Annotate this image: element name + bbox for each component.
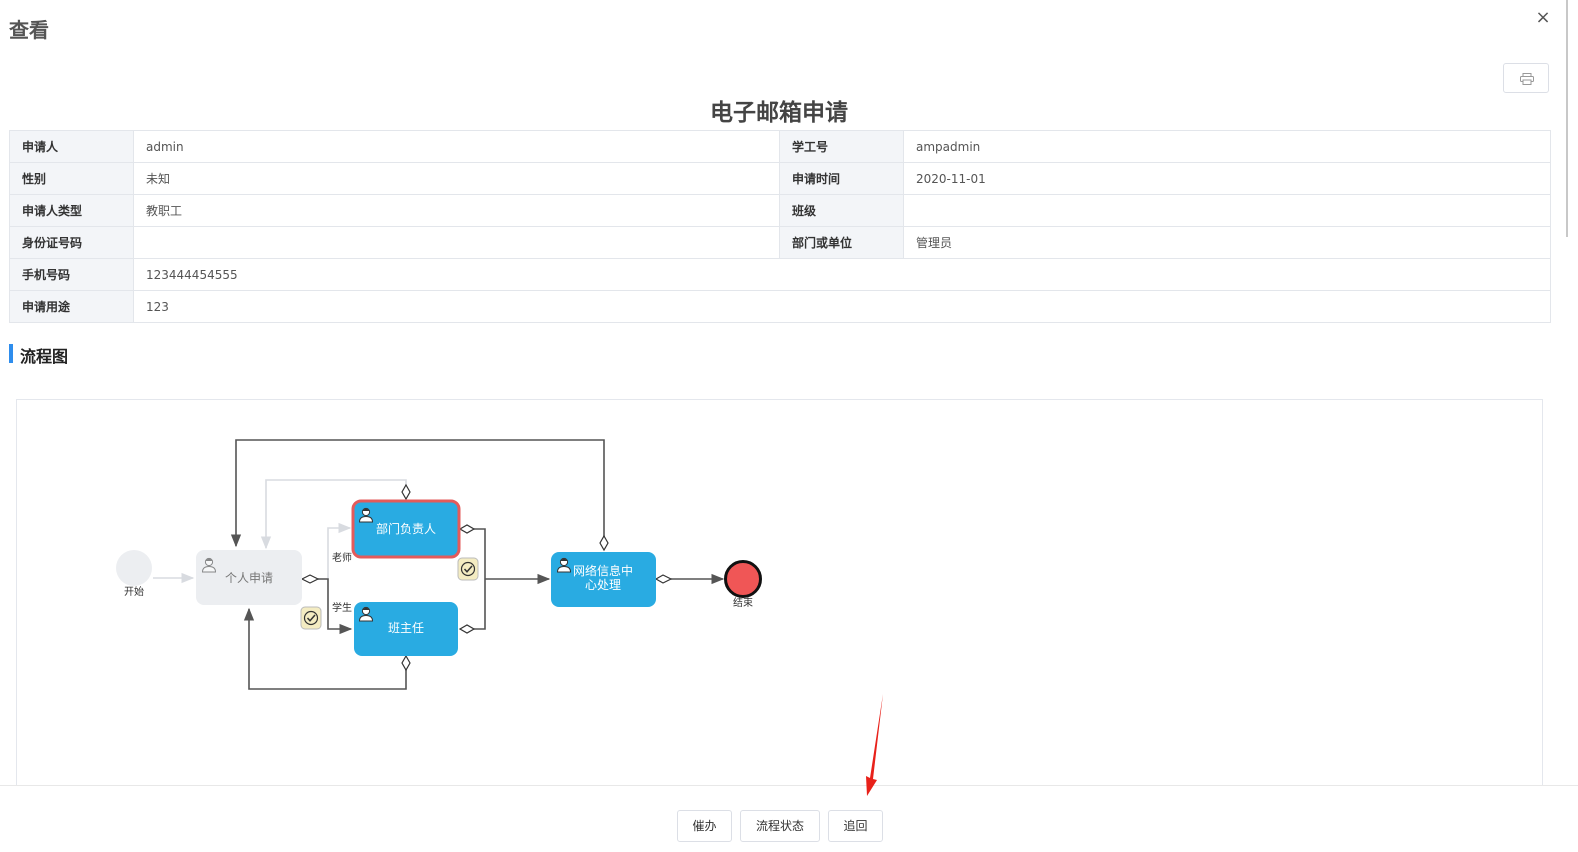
end-label: 结束 [733, 596, 753, 609]
field-label: 手机号码 [9, 258, 134, 291]
table-row: 手机号码 123444454555 [9, 258, 1551, 291]
field-value: 2020-11-01 [903, 162, 1551, 195]
printer-icon [1520, 73, 1534, 85]
task-dept-head[interactable]: 部门负责人 [351, 499, 461, 559]
field-label: 班级 [779, 194, 904, 227]
dialog-title: 查看 [9, 18, 49, 42]
branch-label-student: 学生 [332, 601, 352, 614]
check-badge-icon [457, 557, 479, 581]
start-event[interactable] [116, 550, 152, 586]
field-label: 性别 [9, 162, 134, 195]
scrollbar[interactable] [1566, 0, 1568, 237]
field-value: 教职工 [133, 194, 780, 227]
field-label: 部门或单位 [779, 226, 904, 259]
task-label: 班主任 [388, 621, 424, 635]
branch-label-teacher: 老师 [332, 551, 352, 564]
field-label: 身份证号码 [9, 226, 134, 259]
table-row: 性别 未知 申请时间 2020-11-01 [9, 162, 1551, 195]
close-icon[interactable]: × [1535, 7, 1551, 28]
recall-button[interactable]: 追回 [828, 810, 883, 842]
task-apply[interactable]: 个人申请 [196, 550, 302, 605]
flow-branch-student [318, 578, 353, 635]
field-value: 管理员 [903, 226, 1551, 259]
gateway-diamond-icon [458, 624, 476, 634]
end-event[interactable] [724, 560, 762, 598]
task-label: 网络信息中 [573, 563, 633, 578]
field-value: admin [133, 130, 780, 163]
flow-diagram: 开始 个人申请 部门负责人 班主任 网络信息中 心处理 结束 [116, 439, 762, 690]
applicant-info-table: 申请人 admin 学工号 ampadmin 性别 未知 申请时间 2020-1… [9, 130, 1551, 323]
gateway-diamond-icon [300, 574, 320, 584]
field-label: 申请用途 [9, 290, 134, 323]
flow-merge-bottom [474, 579, 486, 630]
table-row: 身份证号码 部门或单位 管理员 [9, 226, 1551, 259]
field-label: 申请人类型 [9, 194, 134, 227]
gateway-diamond-icon [599, 534, 609, 552]
urge-button[interactable]: 催办 [677, 810, 732, 842]
field-value [903, 194, 1551, 227]
gateway-diamond-icon [401, 483, 411, 501]
start-label: 开始 [124, 585, 144, 598]
section-accent-bar [9, 344, 13, 363]
gateway-diamond-icon [401, 654, 411, 672]
table-row: 申请人 admin 学工号 ampadmin [9, 130, 1551, 163]
field-value: 123444454555 [133, 258, 1551, 291]
print-button[interactable] [1503, 63, 1549, 93]
return-flow-network [230, 439, 605, 548]
field-value: 未知 [133, 162, 780, 195]
task-class-teacher[interactable]: 班主任 [354, 602, 458, 656]
flow-diagram-panel: 开始 个人申请 部门负责人 班主任 网络信息中 心处理 结束 [16, 399, 1543, 799]
section-title: 流程图 [20, 347, 69, 366]
field-value: ampadmin [903, 130, 1551, 163]
return-flow-class-teacher [243, 607, 407, 690]
return-flow-inactive [260, 479, 407, 550]
gateway-diamond-icon [458, 524, 476, 534]
task-label: 心处理 [585, 578, 621, 592]
footer-bar: 催办 流程状态 追回 [0, 785, 1578, 852]
task-label: 个人申请 [225, 571, 273, 585]
process-status-button[interactable]: 流程状态 [740, 810, 820, 842]
field-value [133, 226, 780, 259]
field-label: 申请时间 [779, 162, 904, 195]
field-value: 123 [133, 290, 1551, 323]
check-badge-icon [300, 606, 322, 630]
form-title: 电子邮箱申请 [710, 100, 848, 126]
field-label: 申请人 [9, 130, 134, 163]
gateway-diamond-icon [654, 574, 673, 584]
field-label: 学工号 [779, 130, 904, 163]
task-label: 部门负责人 [376, 521, 436, 536]
flow-merge-top [474, 528, 486, 579]
task-network-center[interactable]: 网络信息中 心处理 [551, 552, 656, 607]
table-row: 申请人类型 教职工 班级 [9, 194, 1551, 227]
table-row: 申请用途 123 [9, 290, 1551, 323]
